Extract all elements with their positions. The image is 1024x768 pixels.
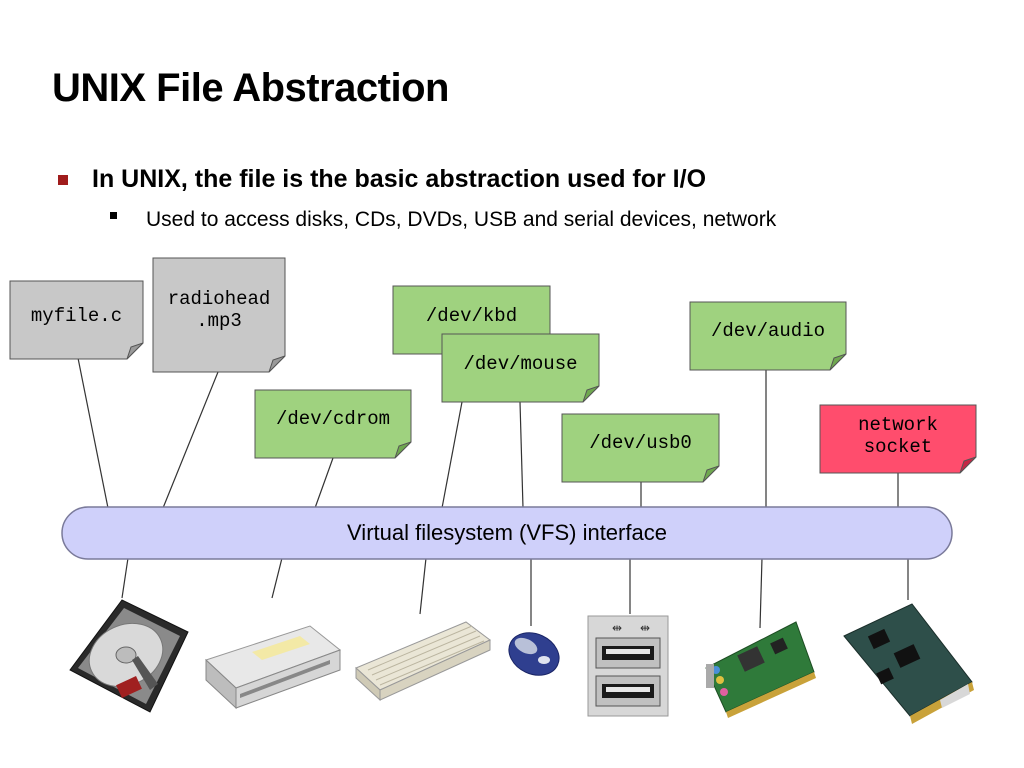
note-audio (689, 301, 847, 371)
svg-text:⇹: ⇹ (612, 621, 622, 635)
network-card-icon (843, 603, 974, 724)
vfs-bar (61, 506, 953, 560)
sound-card-icon (705, 621, 816, 718)
note-mouse-label: /dev/mouse (463, 353, 578, 375)
note-radiohead (152, 257, 286, 373)
note-cdrom-label: /dev/cdrom (275, 408, 391, 430)
note-usb0-label: /dev/usb0 (589, 432, 692, 454)
sub-bullet-text: Used to access disks, CDs, DVDs, USB and… (146, 208, 777, 231)
note-myfile-label: myfile.c (30, 305, 123, 327)
slide-title: UNIX File Abstraction (52, 66, 449, 110)
note-radiohead-label: radiohead .mp3 (167, 288, 271, 332)
note-audio-label: /dev/audio (710, 320, 826, 342)
mouse-icon (508, 632, 560, 676)
note-mouse (441, 333, 600, 403)
hard-disk-icon (69, 599, 189, 713)
usb-ports-icon: ⇹ ⇹ (587, 615, 669, 717)
note-usb0 (561, 413, 720, 483)
keyboard-icon (355, 621, 491, 702)
sub-bullet-square-icon (110, 212, 117, 219)
note-kbd-label: /dev/kbd (425, 305, 518, 327)
vfs-label: Virtual filesystem (VFS) interface (347, 520, 667, 545)
note-cdrom (254, 389, 412, 459)
svg-text:⇹: ⇹ (640, 621, 650, 635)
note-network (819, 404, 977, 474)
note-network-label: network socket (858, 414, 938, 458)
bullet-square-icon (58, 175, 68, 185)
note-myfile (9, 280, 144, 360)
device-connectors (121, 557, 909, 629)
dvd-drive-icon (205, 625, 342, 710)
bullet-main-text: In UNIX, the file is the basic abstracti… (92, 165, 707, 193)
file-connectors (77, 357, 899, 509)
